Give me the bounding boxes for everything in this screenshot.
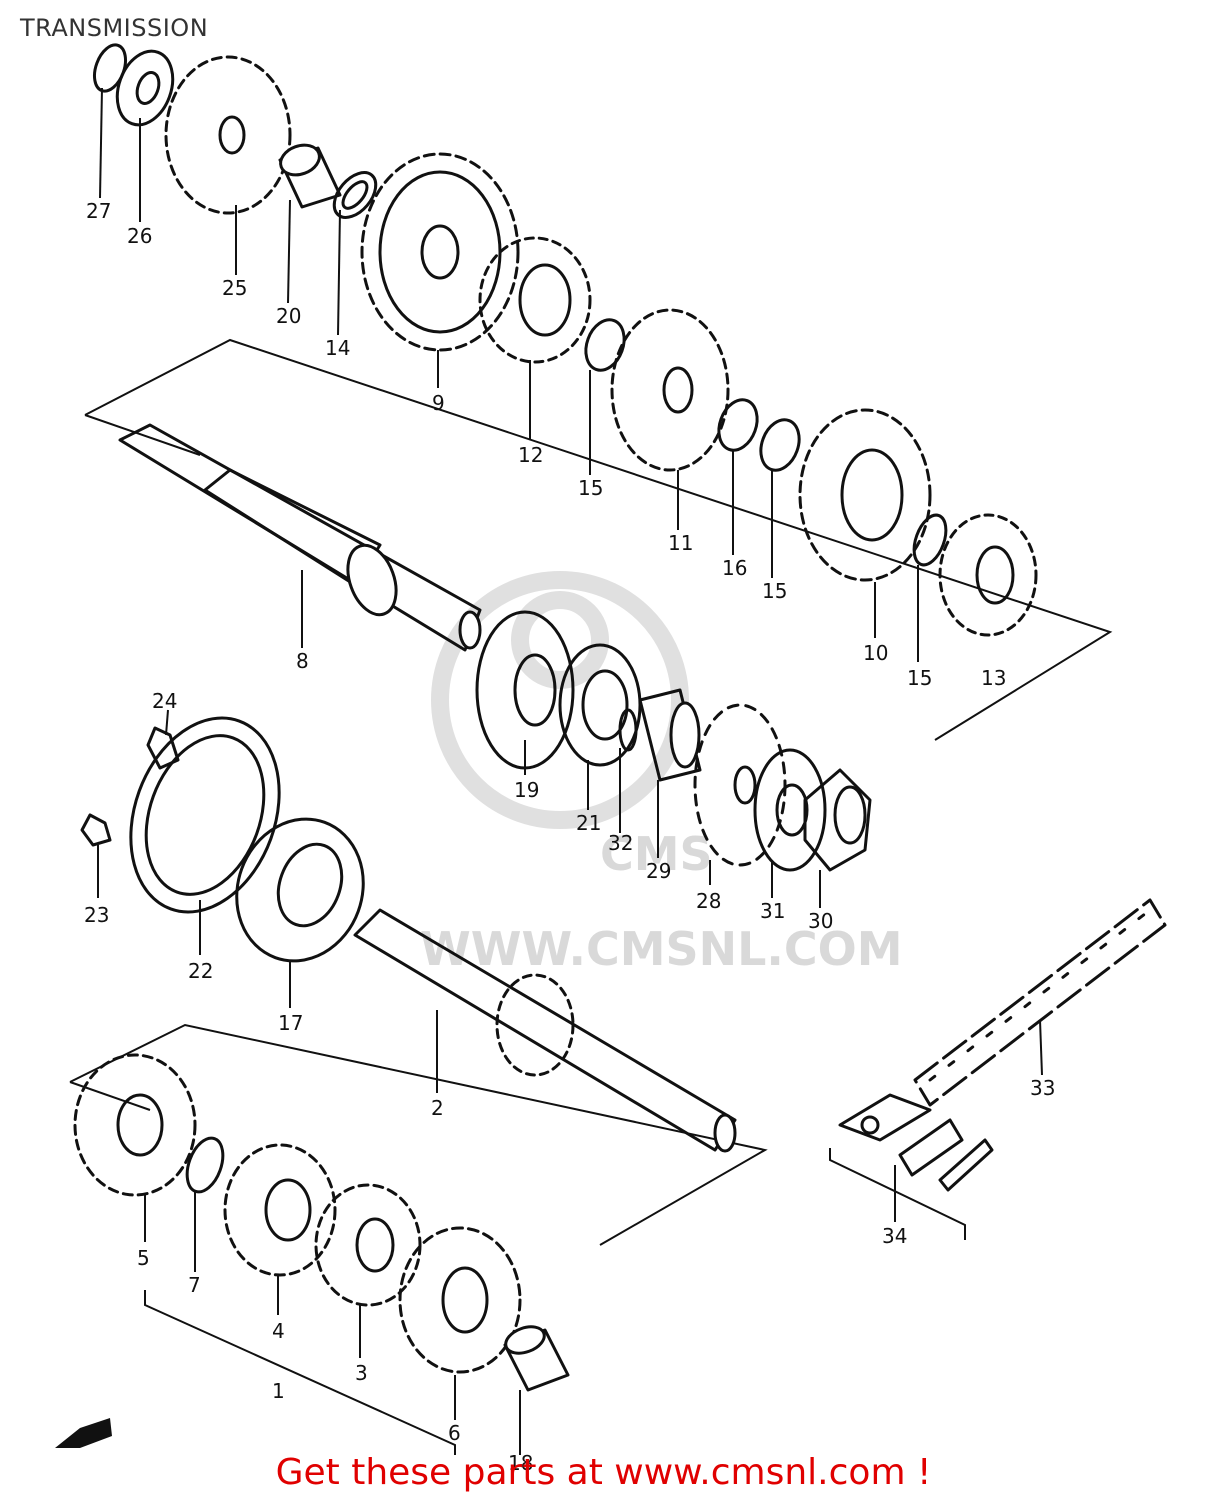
- bracket-frames: [69, 338, 1113, 1455]
- part-28-sprocket: [693, 703, 787, 867]
- callout-27: 27: [86, 199, 111, 223]
- callout-labels: 27 26 25 20 14 9 12 15 11 16 15 10 15 13…: [84, 199, 1055, 1475]
- callout-21: 21: [576, 811, 601, 835]
- part-23-screw: [80, 813, 112, 847]
- part-3-gear: [314, 1183, 422, 1307]
- part-22-gasket: [129, 716, 281, 914]
- part-31-lock-washer: [753, 748, 827, 872]
- part-32-o-ring: [618, 708, 638, 752]
- part-10-gear: [798, 408, 932, 582]
- part-25-gear: [164, 55, 292, 215]
- callout-18: 18: [508, 1451, 533, 1475]
- callout-1: 1: [272, 1379, 285, 1403]
- callout-30: 30: [808, 909, 833, 933]
- part-15-circlip-c: [912, 513, 948, 567]
- part-17-bearing: [235, 817, 365, 963]
- callout-24: 24: [152, 689, 177, 713]
- part-11-gear: [610, 308, 730, 472]
- part-16-washer: [717, 398, 759, 452]
- callout-16: 16: [722, 556, 747, 580]
- part-29-spacer: [638, 688, 702, 782]
- part-26-washer: [115, 49, 175, 127]
- callout-22: 22: [188, 959, 213, 983]
- callout-15-b: 15: [762, 579, 787, 603]
- callout-28: 28: [696, 889, 721, 913]
- part-12-gear: [478, 236, 592, 364]
- watermark-text: WWW.CMSNL.COM: [420, 922, 903, 976]
- callout-23: 23: [84, 903, 109, 927]
- callout-11: 11: [668, 531, 693, 555]
- part-8-countershaft: [118, 423, 482, 652]
- callout-9: 9: [432, 391, 445, 415]
- part-2-driveshaft: [353, 908, 737, 1153]
- callout-17: 17: [278, 1011, 303, 1035]
- callout-13: 13: [981, 666, 1006, 690]
- callout-19: 19: [514, 778, 539, 802]
- part-6-gear: [398, 1226, 522, 1374]
- part-20-bushing: [278, 143, 342, 209]
- footer-link[interactable]: Get these parts at www.cmsnl.com !: [275, 1452, 932, 1493]
- callout-33: 33: [1030, 1076, 1055, 1100]
- callout-29: 29: [646, 859, 671, 883]
- part-7-circlip: [185, 1136, 225, 1194]
- cms-watermark: CMS WWW.CMSNL.COM: [420, 571, 903, 976]
- callout-7: 7: [188, 1273, 201, 1297]
- part-18-bushing: [503, 1325, 570, 1392]
- callout-3: 3: [355, 1361, 368, 1385]
- callout-4: 4: [272, 1319, 285, 1343]
- page-title: TRANSMISSION: [20, 14, 209, 42]
- callout-10: 10: [863, 641, 888, 665]
- callout-12: 12: [518, 443, 543, 467]
- part-4-gear: [223, 1143, 337, 1277]
- part-15-circlip-a: [584, 318, 626, 372]
- part-24-screw: [146, 726, 180, 770]
- callout-15-c: 15: [907, 666, 932, 690]
- part-14-washer: [332, 171, 378, 219]
- callout-25: 25: [222, 276, 247, 300]
- callout-15-a: 15: [578, 476, 603, 500]
- leader-lines: [97, 87, 1043, 1455]
- callout-8: 8: [296, 649, 309, 673]
- part-9-gear: [360, 152, 520, 352]
- watermark-logo: CMS: [600, 827, 713, 881]
- callout-6: 6: [448, 1421, 461, 1445]
- part-13-gear: [938, 513, 1038, 637]
- part-30-nut: [803, 768, 872, 872]
- part-33-chain: [913, 898, 1167, 1107]
- part-34-master-link: [838, 1093, 994, 1192]
- callout-31: 31: [760, 899, 785, 923]
- part-15-circlip-b: [759, 418, 801, 472]
- callout-32: 32: [608, 831, 633, 855]
- callout-14: 14: [325, 336, 350, 360]
- callout-20: 20: [276, 304, 301, 328]
- callout-2: 2: [431, 1096, 444, 1120]
- part-5-gear: [73, 1053, 197, 1197]
- callout-26: 26: [127, 224, 152, 248]
- front-arrow-icon: [55, 1418, 112, 1448]
- callout-5: 5: [137, 1246, 150, 1270]
- callout-34: 34: [882, 1224, 907, 1248]
